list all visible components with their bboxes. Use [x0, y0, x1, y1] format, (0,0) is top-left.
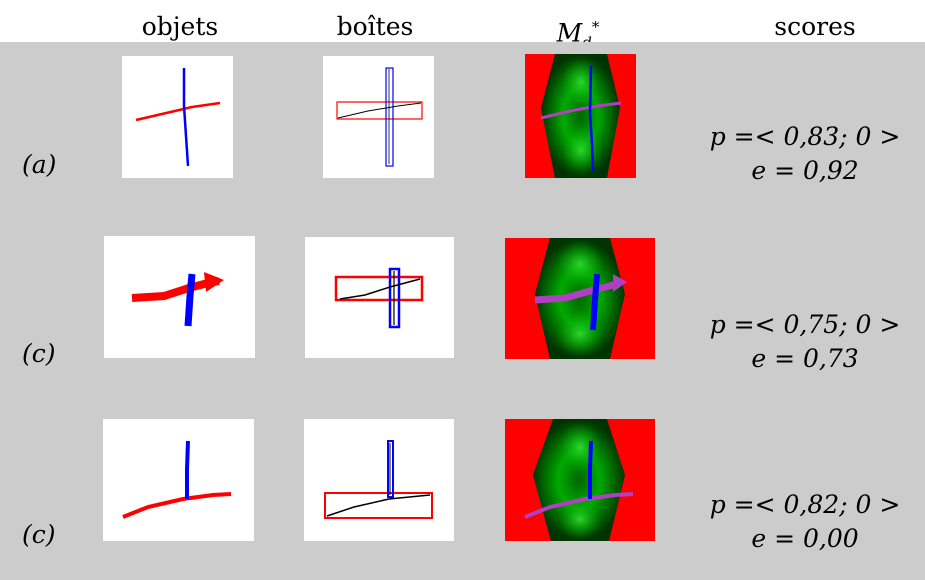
row1-map-image: [525, 54, 636, 178]
row2-score-p: p =< 0,75; 0 >: [690, 308, 920, 342]
row3-objects-image: [103, 419, 254, 541]
row3-map-image: [505, 419, 655, 541]
header-boxes: boîtes: [325, 10, 425, 44]
row3-score-e: e = 0,00: [690, 522, 920, 556]
row2-objects-image: [104, 236, 255, 358]
row3-label: (c): [22, 520, 56, 549]
row2-boxes-image: [305, 237, 454, 358]
row1-score-e: e = 0,92: [690, 154, 920, 188]
row3-score-p: p =< 0,82; 0 >: [690, 488, 920, 522]
row1-label: (a): [22, 150, 56, 179]
header-scores: scores: [755, 10, 875, 44]
row2-map-image: [505, 238, 655, 359]
row2-label: (c): [22, 339, 56, 368]
header-objects: objets: [130, 10, 230, 44]
row2-score-e: e = 0,73: [690, 342, 920, 376]
row1-objects-image: [122, 56, 233, 178]
row3-boxes-image: [304, 419, 454, 541]
row1-score-p: p =< 0,83; 0 >: [690, 120, 920, 154]
row1-boxes-image: [323, 56, 434, 178]
